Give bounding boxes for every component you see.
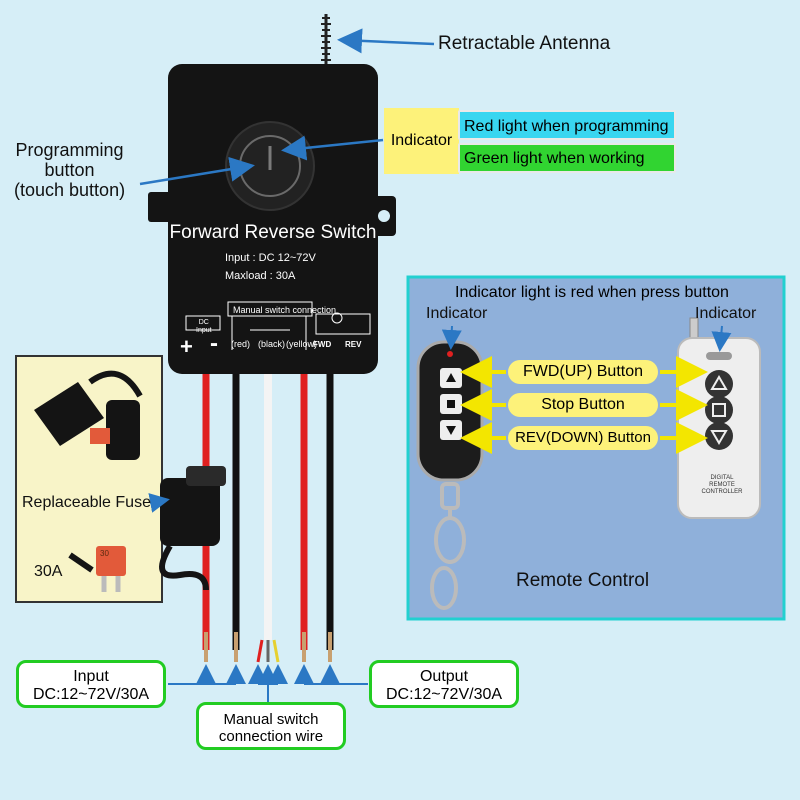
output-arrows (294, 664, 368, 685)
antenna (321, 14, 331, 66)
device-maxload-spec: Maxload : 30A (225, 270, 296, 282)
device-minus-sign: - (210, 330, 218, 357)
red-light-note: Red light when programming (458, 110, 676, 140)
device-wire-red: (red) (231, 339, 251, 349)
fwd-button-label: FWD(UP) Button (508, 360, 658, 384)
wires (202, 374, 334, 663)
device-title: Forward Reverse Switch (169, 222, 377, 243)
remote-indicator-left: Indicator (426, 305, 488, 322)
input-arrows (168, 664, 246, 685)
programming-arrow (139, 156, 255, 186)
device-wire-yellow: (yellow) (286, 339, 318, 349)
fuse-rating: 30A (34, 563, 63, 580)
remote-indicator-right: Indicator (695, 305, 757, 322)
antenna-arrow (337, 28, 435, 54)
device-fwd-label: FWD (313, 340, 332, 349)
fuse-label: Replaceable Fuse (22, 494, 151, 511)
manual-arrows (248, 664, 288, 702)
device-manual-switch-label: Manual switch connection (233, 305, 337, 315)
device-dc-input-label: DC Input (196, 319, 212, 334)
antenna-label: Retractable Antenna (438, 33, 611, 54)
device-rev-label: REV (345, 340, 362, 349)
remote-control-caption: Remote Control (516, 570, 650, 591)
fuse-arrow (148, 493, 170, 513)
left-indicator-arrow (441, 325, 462, 350)
remote-printed-text: DIGITAL REMOTE CONTROLLER (701, 475, 743, 495)
fuse-marking: 30 (100, 549, 109, 558)
fuse-icon (68, 546, 126, 592)
input-connection-box: Input DC:12~72V/30A (16, 660, 166, 708)
switch-device-body (168, 64, 378, 374)
output-connection-box: Output DC:12~72V/30A (369, 660, 519, 708)
device-input-spec: Input : DC 12~72V (225, 252, 316, 264)
device-plus-sign: + (180, 334, 193, 359)
indicator-label: Indicator (384, 108, 459, 174)
indicator-arrow (281, 135, 384, 161)
rev-button-label: REV(DOWN) Button (508, 426, 658, 450)
right-indicator-arrow (711, 325, 732, 352)
green-light-note: Green light when working (458, 143, 676, 173)
inline-fuse (159, 466, 226, 591)
programming-button-label: Programming button (touch button) (14, 140, 126, 200)
device-wire-black: (black) (258, 339, 286, 349)
remote-panel-title: Indicator light is red when press button (455, 284, 729, 301)
remote-button-arrows (460, 356, 708, 454)
manual-switch-connection-box: Manual switch connection wire (196, 702, 346, 750)
stop-button-label: Stop Button (508, 393, 658, 417)
fuse-holder-open (34, 370, 143, 460)
